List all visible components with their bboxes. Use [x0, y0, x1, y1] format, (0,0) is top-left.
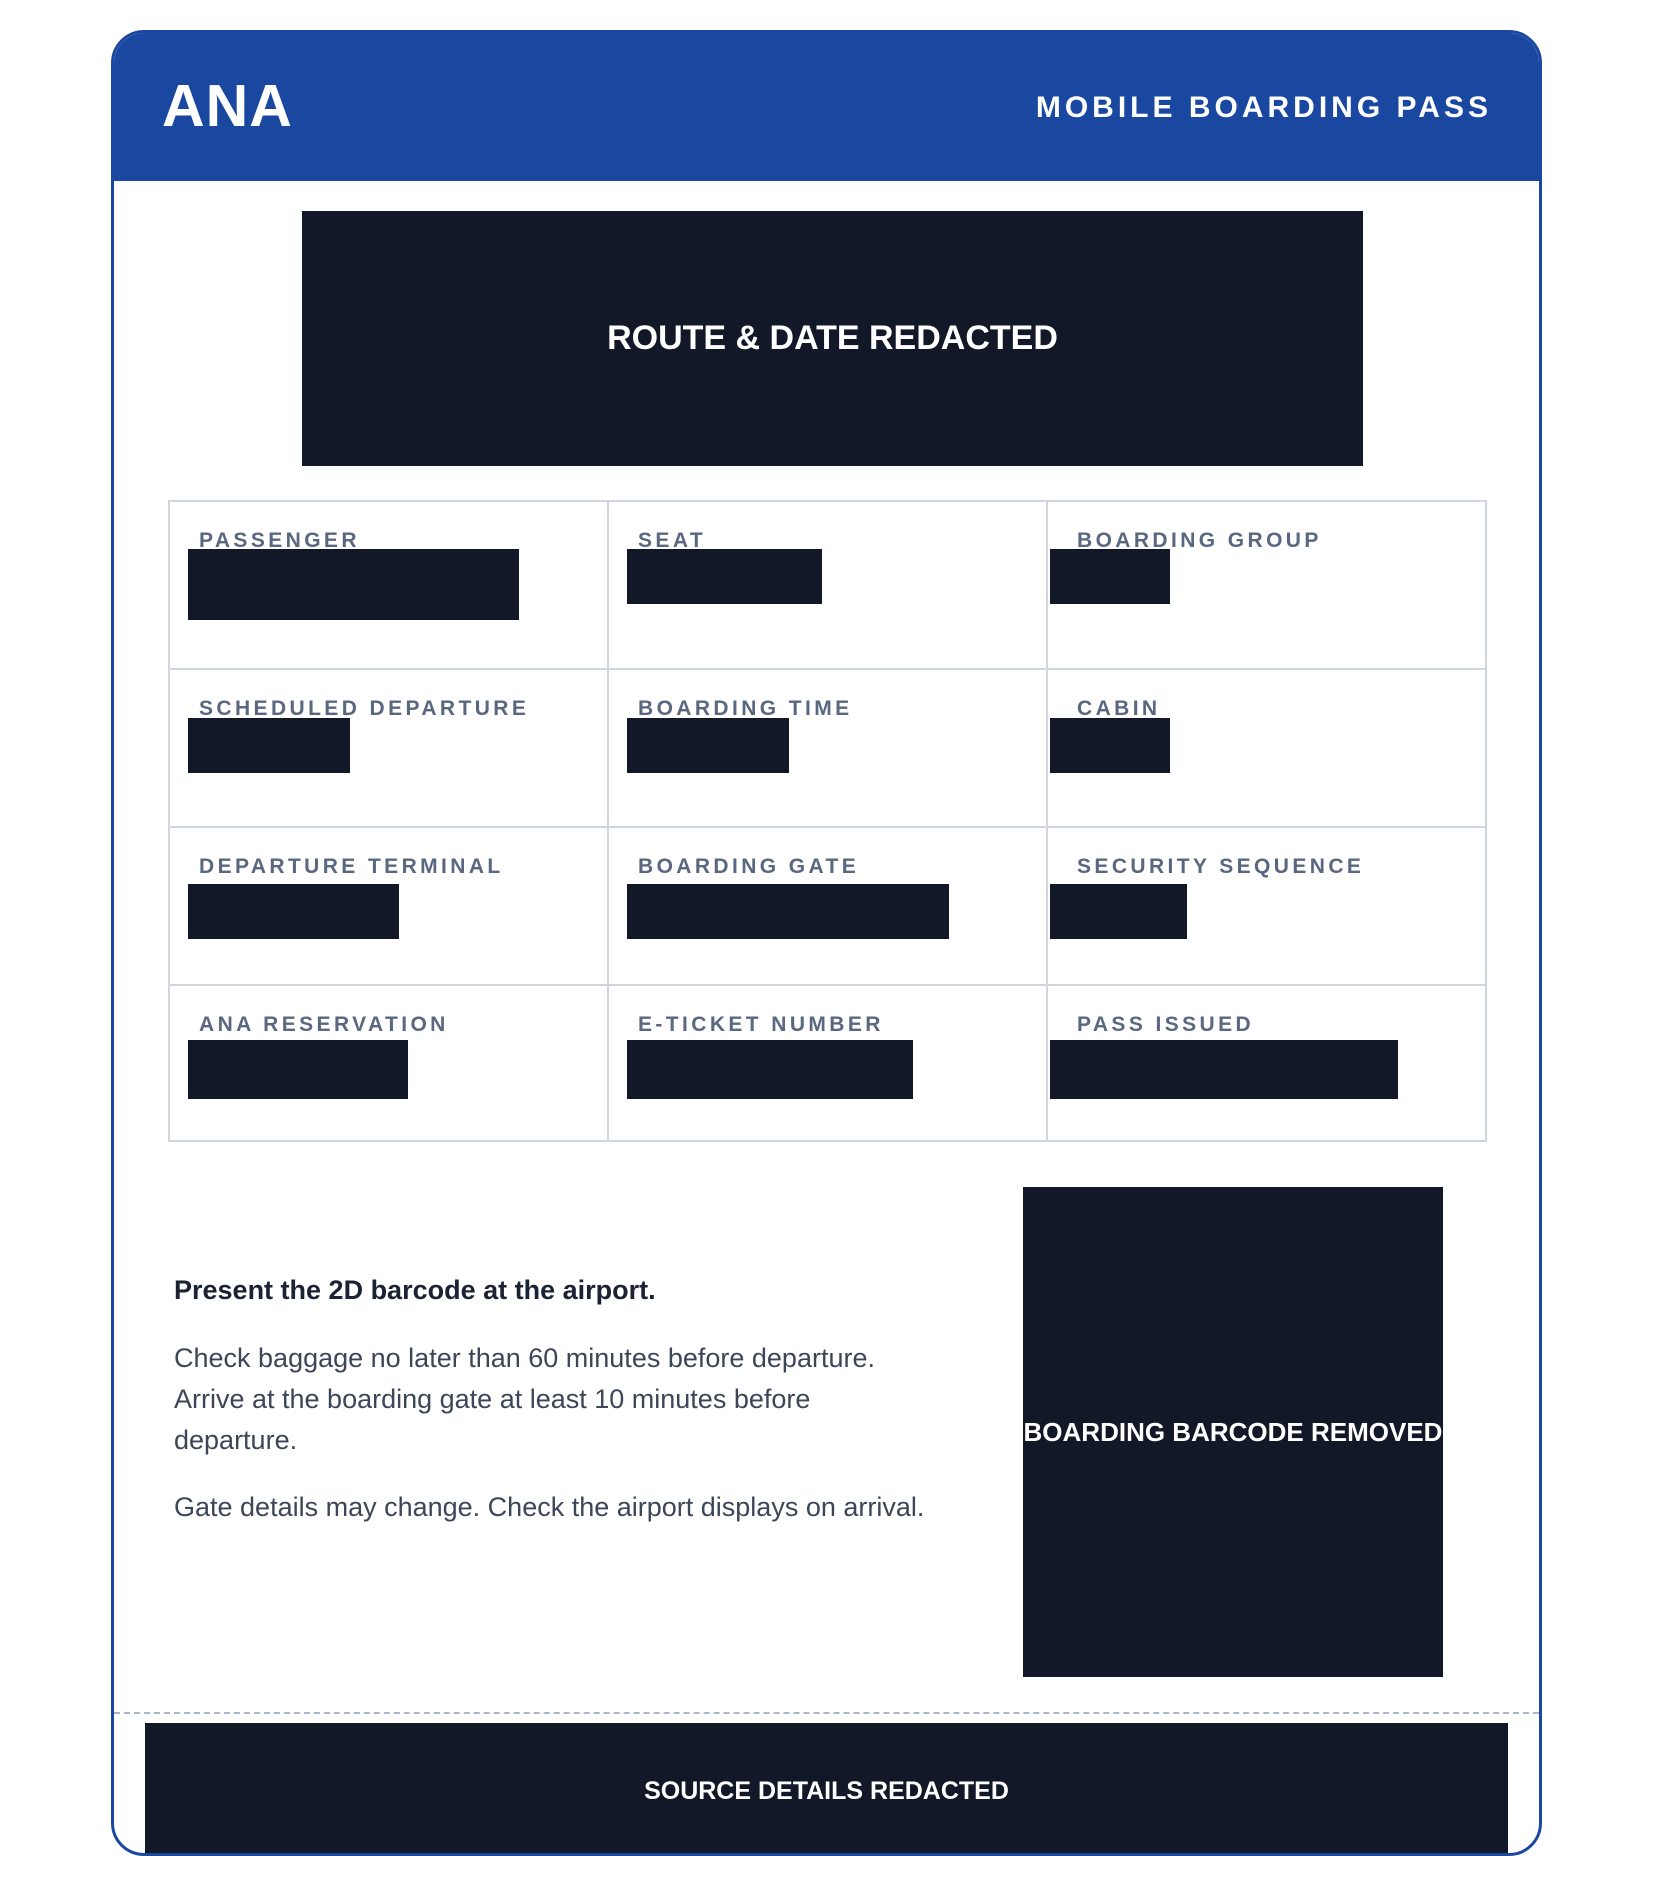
boarding-pass-card: ANA MOBILE BOARDING PASS ROUTE & DATE RE… [111, 30, 1542, 1856]
field-ana-reservation: ANA RESERVATION [170, 986, 609, 1140]
instructions-heading: Present the 2D barcode at the airport. [174, 1275, 656, 1305]
redacted-value [188, 718, 350, 773]
redacted-value [1050, 1040, 1398, 1099]
route-date-redaction: ROUTE & DATE REDACTED [302, 211, 1363, 466]
source-details-redaction: SOURCE DETAILS REDACTED [145, 1723, 1508, 1853]
field-label: SEAT [638, 529, 707, 552]
flight-details-grid: PASSENGER SEAT BOARDING GROUP SCHEDULED … [168, 500, 1487, 1142]
field-label: SECURITY SEQUENCE [1077, 855, 1365, 878]
field-label: DEPARTURE TERMINAL [199, 855, 504, 878]
airline-logo: ANA [162, 73, 293, 139]
field-label: BOARDING TIME [638, 697, 853, 720]
field-label: PASSENGER [199, 529, 360, 552]
field-pass-issued: PASS ISSUED [1048, 986, 1485, 1140]
boarding-instructions: Present the 2D barcode at the airport. C… [174, 1273, 934, 1554]
baggage-instructions: Check baggage no later than 60 minutes b… [174, 1343, 875, 1456]
redacted-value [627, 884, 949, 939]
barcode-redaction: BOARDING BARCODE REMOVED [1023, 1187, 1443, 1677]
redacted-value [188, 549, 519, 620]
gate-change-notice: Gate details may change. Check the airpo… [174, 1492, 925, 1523]
redacted-value [1050, 718, 1170, 773]
boarding-pass-header: ANA MOBILE BOARDING PASS [114, 33, 1539, 181]
field-boarding-group: BOARDING GROUP [1048, 502, 1485, 670]
field-seat: SEAT [609, 502, 1048, 670]
redacted-value [188, 884, 399, 939]
redacted-value [627, 1040, 913, 1099]
redacted-value [627, 718, 789, 773]
redacted-value [1050, 549, 1170, 604]
field-e-ticket-number: E-TICKET NUMBER [609, 986, 1048, 1140]
redacted-value [1050, 884, 1187, 939]
header-title: MOBILE BOARDING PASS [1035, 91, 1492, 124]
field-label: ANA RESERVATION [199, 1013, 449, 1036]
field-label: CABIN [1077, 697, 1161, 720]
field-label: BOARDING GATE [638, 855, 860, 878]
field-security-sequence: SECURITY SEQUENCE [1048, 828, 1485, 986]
field-passenger: PASSENGER [170, 502, 609, 670]
field-label: SCHEDULED DEPARTURE [199, 697, 530, 720]
field-boarding-time: BOARDING TIME [609, 670, 1048, 828]
field-boarding-gate: BOARDING GATE [609, 828, 1048, 986]
redacted-value [188, 1040, 408, 1099]
redacted-value [627, 549, 822, 604]
field-cabin: CABIN [1048, 670, 1485, 828]
field-scheduled-departure: SCHEDULED DEPARTURE [170, 670, 609, 828]
tear-line-divider [114, 1712, 1539, 1714]
field-label: PASS ISSUED [1077, 1013, 1255, 1036]
field-label: BOARDING GROUP [1077, 529, 1322, 552]
field-label: E-TICKET NUMBER [638, 1013, 884, 1036]
field-departure-terminal: DEPARTURE TERMINAL [170, 828, 609, 986]
